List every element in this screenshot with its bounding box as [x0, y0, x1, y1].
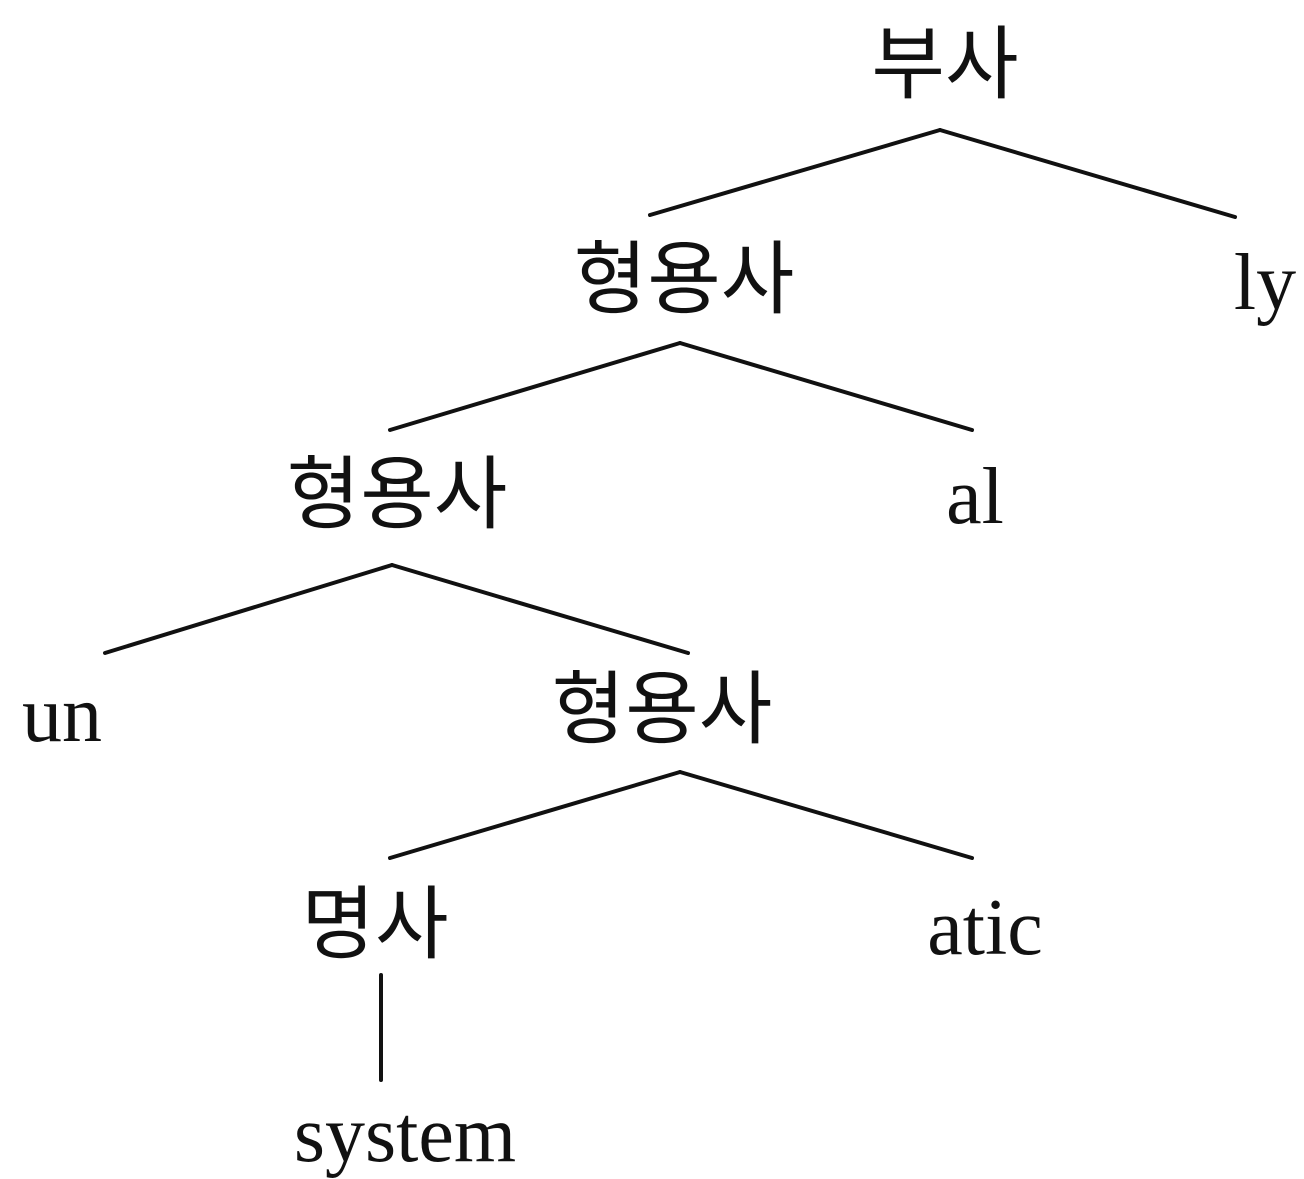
adj-level1-label: 형용사 [573, 233, 795, 326]
edge-adj1-to-al [678, 341, 974, 432]
edge-adj2-to-adj3 [390, 563, 690, 655]
stem-system-label: system [293, 1091, 517, 1179]
noun-label: 명사 [301, 878, 449, 971]
suffix-al-label: al [946, 453, 1004, 541]
edge-adj3-to-noun [388, 770, 682, 860]
prefix-un-label: un [22, 671, 102, 759]
adj-level3-label: 형용사 [551, 663, 773, 756]
suffix-ly-label: ly [1233, 239, 1297, 327]
adj-level2-label: 형용사 [286, 448, 508, 541]
suffix-atic-label: atic [927, 884, 1043, 972]
edge-adj2-to-un [103, 563, 394, 655]
edge-root-to-adj1 [648, 128, 942, 217]
root-node-label: 부사 [871, 18, 1019, 111]
edge-adj3-to-atic [678, 770, 974, 860]
edge-adj1-to-adj2 [388, 341, 682, 432]
edge-root-to-ly [938, 128, 1237, 219]
